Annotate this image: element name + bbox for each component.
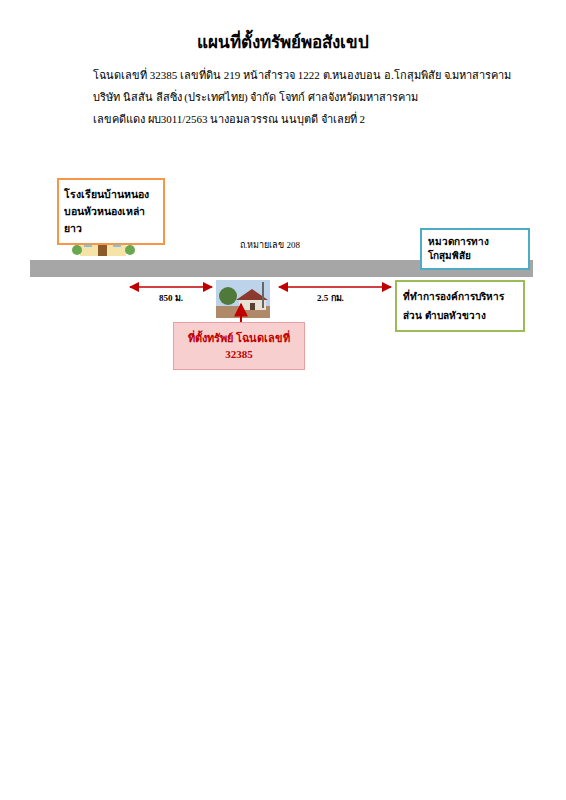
map-title: แผนที่ตั้งทรัพย์พอสังเขป xyxy=(0,28,566,55)
distance-label: 2.5 กม. xyxy=(317,291,344,305)
distance-label: 850 ม. xyxy=(159,291,183,305)
deed-info: โฉนดเลขที่ 32385 เลขที่ดิน 219 หน้าสำรวจ… xyxy=(93,66,511,84)
landmark-box: หมวดการทางโกสุมพิสัย xyxy=(420,228,530,270)
landmark-box: ที่ทำการองค์การบริหารส่วน ตำบลหัวขวาง xyxy=(395,280,525,332)
case-parties: บริษัท นิสสัน ลีสซิ่ง (ประเทศไทย) จำกัด … xyxy=(93,88,418,106)
box-text: หมวดการทางโกสุมพิสัย xyxy=(428,235,522,263)
road-name: ถ.หมายเลข 208 xyxy=(240,238,300,252)
dimension-arrow xyxy=(279,286,391,288)
box-text: ที่ทำการองค์การบริหารส่วน ตำบลหัวขวาง xyxy=(403,287,517,325)
box-text: ที่ตั้งทรัพย์ โฉนดเลขที่ 32385 xyxy=(177,330,301,362)
property-photo xyxy=(216,280,270,318)
landmark-box: โรงเรียนบ้านหนอง บอนหัวหนองเหล่ายาว xyxy=(57,178,165,245)
property-box: ที่ตั้งทรัพย์ โฉนดเลขที่ 32385 xyxy=(173,322,305,370)
case-number: เลขคดีแดง ผบ3011/2563 นางอมลวรรณ นนบุตดี… xyxy=(93,110,365,128)
box-text: โรงเรียนบ้านหนอง บอนหัวหนองเหล่ายาว xyxy=(64,186,158,237)
dimension-arrow xyxy=(130,286,212,288)
